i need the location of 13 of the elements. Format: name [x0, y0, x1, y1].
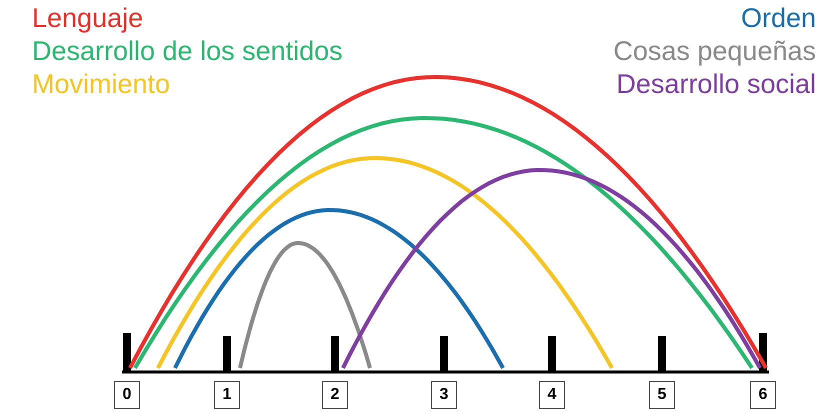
- age-box: 1: [214, 381, 240, 409]
- age-box: 3: [431, 381, 457, 409]
- legend-label: Cosas pequeñas: [613, 35, 816, 67]
- age-box: 6: [750, 381, 776, 409]
- age-box: 5: [649, 381, 675, 409]
- legend-label: Movimiento: [32, 68, 170, 100]
- age-box: 4: [539, 381, 565, 409]
- age-box: 2: [322, 381, 348, 409]
- legend-label: Desarrollo social: [616, 68, 816, 100]
- legend-label: Lenguaje: [32, 2, 144, 34]
- legend-label: Orden: [740, 2, 816, 34]
- age-box: 0: [114, 381, 140, 409]
- legend-label: Desarrollo de los sentidos: [32, 35, 343, 67]
